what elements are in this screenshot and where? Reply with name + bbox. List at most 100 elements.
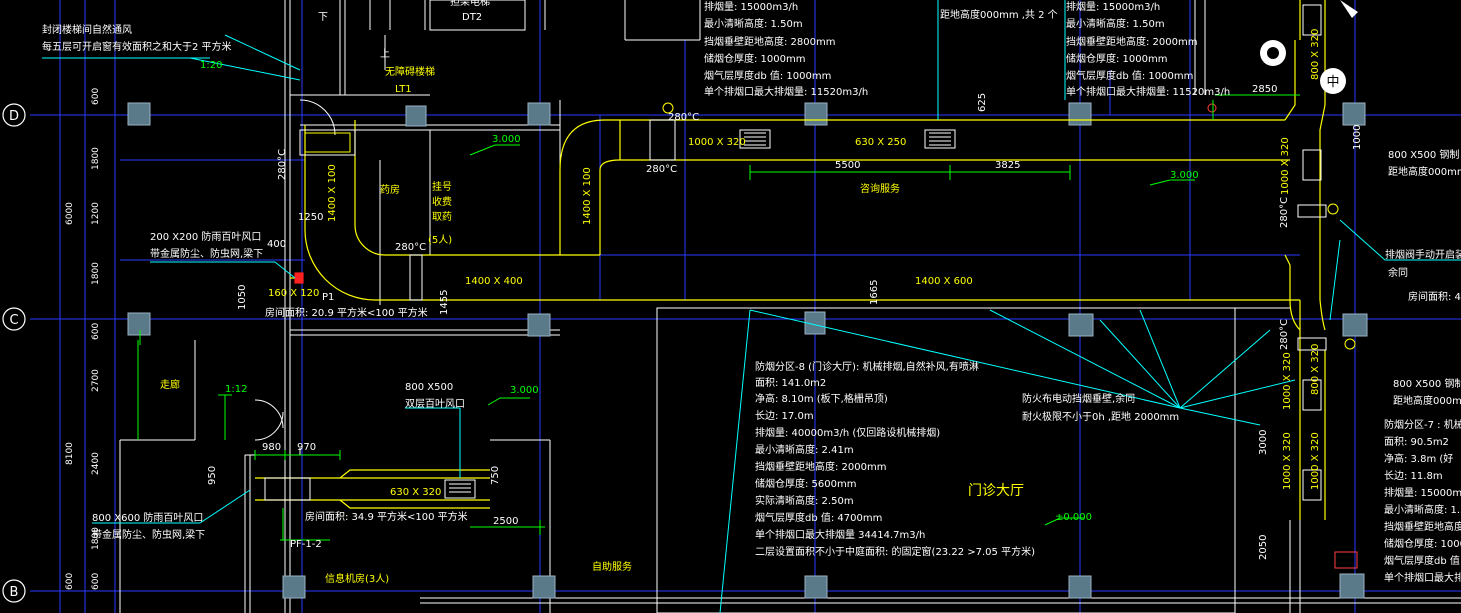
svg-text:房间面积: 47.: 房间面积: 47. xyxy=(1408,290,1461,303)
room-self-service: 自助服务 xyxy=(592,560,632,573)
svg-text:1400 X 600: 1400 X 600 xyxy=(915,276,973,287)
svg-text:P1: P1 xyxy=(322,292,334,303)
axis-bubble-d: D xyxy=(2,103,26,127)
svg-text:烟气层厚度db 值: 1000mm: 烟气层厚度db 值: 1000mm xyxy=(704,69,831,82)
svg-text:挡烟垂壁距地高度: 挡烟垂壁距地高度 xyxy=(1384,520,1461,533)
svg-text:600: 600 xyxy=(65,573,75,590)
svg-text:1400 X 100: 1400 X 100 xyxy=(327,164,338,222)
svg-text:单个排烟口最大排烟量: 11520m3/h: 单个排烟口最大排烟量: 11520m3/h xyxy=(1066,85,1230,98)
notes: 封闭楼梯间自然通风 每五层可开启窗有效面积之和大于2 平方米 1:20 1:12… xyxy=(42,8,1461,550)
svg-text:800 X500 钢制: 800 X500 钢制 xyxy=(1388,148,1459,161)
svg-text:2850: 2850 xyxy=(1252,84,1277,95)
svg-text:800 X 320: 800 X 320 xyxy=(1310,344,1321,395)
svg-text:2500: 2500 xyxy=(493,516,518,527)
svg-text:280°C: 280°C xyxy=(395,242,426,253)
icon-toolbar[interactable]: 中 xyxy=(1260,0,1358,94)
svg-text:烟气层厚度db 值: 4700mm: 烟气层厚度db 值: 4700mm xyxy=(755,511,882,524)
svg-text:3825: 3825 xyxy=(995,160,1020,171)
svg-text:储烟仓厚度: 1000mm: 储烟仓厚度: 1000mm xyxy=(1384,537,1461,550)
svg-text:每五层可开启窗有效面积之和大于2 平方米: 每五层可开启窗有效面积之和大于2 平方米 xyxy=(42,40,232,53)
svg-text:C: C xyxy=(9,313,18,328)
gear-icon[interactable] xyxy=(1260,40,1286,66)
svg-text:1000 X 320: 1000 X 320 xyxy=(1282,432,1293,490)
svg-text:单个排烟口最大排烟量 34414.7m3/h: 单个排烟口最大排烟量 34414.7m3/h xyxy=(755,528,925,541)
svg-text:280°C: 280°C xyxy=(1279,319,1290,350)
svg-text:2700: 2700 xyxy=(91,369,101,392)
svg-text:挡烟垂壁距地高度: 2000mm: 挡烟垂壁距地高度: 2000mm xyxy=(1066,35,1197,48)
room-lift-code: LT1 xyxy=(395,84,412,95)
left-dimensions: 600 1800 6000 1200 1800 600 600 2700 810… xyxy=(65,88,101,590)
svg-text:储烟仓厚度: 1000mm: 储烟仓厚度: 1000mm xyxy=(1066,52,1167,65)
svg-text:防烟分区-8 (门诊大厅): 机械排烟,自然补风,有喷淋: 防烟分区-8 (门诊大厅): 机械排烟,自然补风,有喷淋 xyxy=(755,360,979,373)
svg-text:800 X600 防雨百叶风口: 800 X600 防雨百叶风口 xyxy=(92,511,203,524)
svg-text:280°C: 280°C xyxy=(277,149,288,180)
svg-text:烟气层厚度db 值: 1: 烟气层厚度db 值: 1 xyxy=(1384,554,1461,567)
svg-text:1000: 1000 xyxy=(1352,125,1363,150)
room-pharmacy: 药房 xyxy=(380,183,400,196)
svg-text:1000 X 320: 1000 X 320 xyxy=(1282,352,1293,410)
dimension-lines xyxy=(137,94,1300,541)
svg-text:750: 750 xyxy=(490,466,501,485)
svg-text:最小清晰高度: 1.50m: 最小清晰高度: 1.50m xyxy=(1384,503,1461,516)
svg-text:双层百叶风口: 双层百叶风口 xyxy=(405,398,465,410)
svg-text:160 X 120: 160 X 120 xyxy=(268,288,319,299)
svg-text:余同: 余同 xyxy=(1388,266,1408,279)
svg-text:面积: 141.0m2: 面积: 141.0m2 xyxy=(755,377,826,389)
svg-text:封闭楼梯间自然通风: 封闭楼梯间自然通风 xyxy=(42,23,132,36)
svg-text:实际清晰高度: 2.50m: 实际清晰高度: 2.50m xyxy=(755,494,854,507)
svg-text:950: 950 xyxy=(207,466,218,485)
chinese-input-icon[interactable]: 中 xyxy=(1320,68,1346,94)
svg-text:1400 X 400: 1400 X 400 xyxy=(465,276,523,287)
svg-text:1:12: 1:12 xyxy=(225,384,247,395)
axis-bubble-b: B xyxy=(2,579,26,603)
svg-text:排烟阀手动开启装置: 排烟阀手动开启装置 xyxy=(1385,248,1461,261)
svg-text:400: 400 xyxy=(267,239,286,250)
svg-text:800 X500 钢制: 800 X500 钢制 xyxy=(1393,377,1461,390)
svg-text:1:20: 1:20 xyxy=(200,60,222,71)
svg-text:280°C: 280°C xyxy=(646,164,677,175)
svg-text:6000: 6000 xyxy=(65,202,75,225)
svg-text:980: 980 xyxy=(262,442,281,453)
svg-text:最小清晰高度: 1.50m: 最小清晰高度: 1.50m xyxy=(1066,17,1165,30)
svg-text:5500: 5500 xyxy=(835,160,860,171)
svg-text:带金属防尘、防虫网,梁下: 带金属防尘、防虫网,梁下 xyxy=(92,528,205,541)
dimension-numbers: 5500 3825 2850 1250 400 1050 980 970 950… xyxy=(207,84,1363,560)
spec-top-right: 排烟量: 15000m3/h 最小清晰高度: 1.50m 挡烟垂壁距地高度: 2… xyxy=(1066,0,1230,98)
svg-text:3.000: 3.000 xyxy=(510,385,539,396)
room-registration-1: 挂号 xyxy=(432,180,452,193)
svg-text:1200: 1200 xyxy=(91,202,101,225)
svg-text:防烟分区-7 : 机械: 防烟分区-7 : 机械 xyxy=(1384,418,1461,431)
svg-text:担架电梯: 担架电梯 xyxy=(450,0,490,8)
svg-text:3.000: 3.000 xyxy=(1170,170,1199,181)
room-labels: 无障碍楼梯 LT1 担架电梯 DT2 药房 挂号 收费 取药 (5人) 走廊 咨… xyxy=(160,0,1024,585)
svg-text:±0.000: ±0.000 xyxy=(1055,512,1092,523)
stair-markers: 下 上 xyxy=(318,12,390,60)
svg-text:防火布电动挡烟垂壁,余同: 防火布电动挡烟垂壁,余同 xyxy=(1022,392,1135,405)
svg-text:中: 中 xyxy=(1326,75,1339,90)
svg-text:净高: 3.8m (好: 净高: 3.8m (好 xyxy=(1384,452,1453,465)
svg-text:3000: 3000 xyxy=(1258,430,1269,455)
svg-text:1665: 1665 xyxy=(869,280,880,305)
svg-text:距地高度000mm: 距地高度000mm xyxy=(1393,394,1461,407)
svg-text:下: 下 xyxy=(318,12,328,23)
svg-text:600: 600 xyxy=(91,323,101,340)
svg-text:1000 X 320: 1000 X 320 xyxy=(688,137,746,148)
svg-text:1455: 1455 xyxy=(439,290,450,315)
walls xyxy=(119,0,1461,613)
svg-text:二层设置面积不小于中庭面积: 的固定窗(23.22 >: 二层设置面积不小于中庭面积: 的固定窗(23.22 >7.05 平方米) xyxy=(755,545,1035,558)
svg-text:1800: 1800 xyxy=(91,527,101,550)
svg-text:储烟仓厚度: 5600mm: 储烟仓厚度: 5600mm xyxy=(755,477,856,490)
svg-text:600: 600 xyxy=(91,573,101,590)
room-registration-2: 收费 xyxy=(432,195,452,208)
grid-lines xyxy=(30,0,1461,613)
svg-text:烟气层厚度db 值: 1000mm: 烟气层厚度db 值: 1000mm xyxy=(1066,69,1193,82)
svg-text:距地高度000mm ,共 2 个: 距地高度000mm ,共 2 个 xyxy=(940,8,1058,21)
svg-text:挡烟垂壁距地高度: 2800mm: 挡烟垂壁距地高度: 2800mm xyxy=(704,35,835,48)
svg-text:长边: 17.0m: 长边: 17.0m xyxy=(755,410,814,422)
svg-text:600: 600 xyxy=(91,88,101,105)
svg-text:1250: 1250 xyxy=(298,212,323,223)
grilles xyxy=(264,4,1327,501)
svg-text:单个排烟口最大排烟量: 11520m3/h: 单个排烟口最大排烟量: 11520m3/h xyxy=(704,85,868,98)
svg-text:房间面积: 34.9 平方米<100 平方米: 房间面积: 34.9 平方米<100 平方米 xyxy=(305,510,468,523)
svg-text:挡烟垂壁距地高度: 2000mm: 挡烟垂壁距地高度: 2000mm xyxy=(755,460,886,473)
